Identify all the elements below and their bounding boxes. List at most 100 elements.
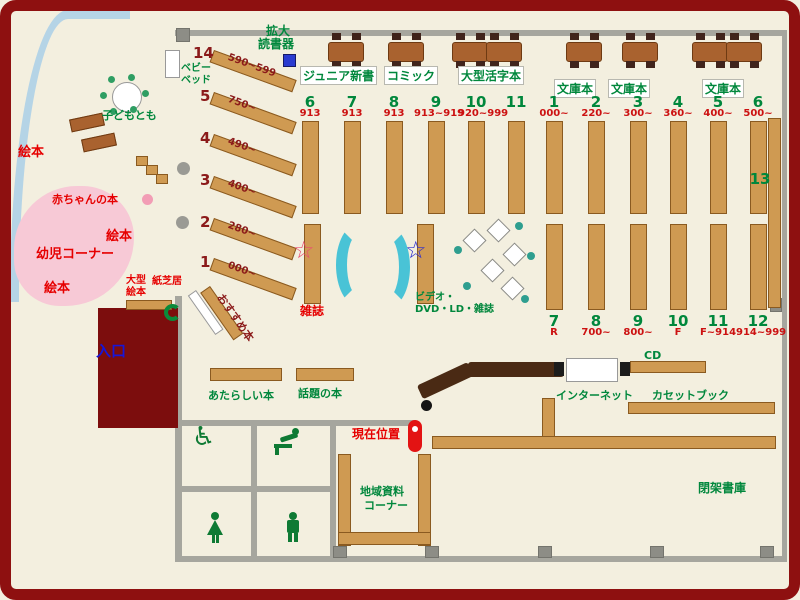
bookshelf (546, 224, 563, 310)
shelf-number: 5 (200, 87, 211, 105)
bookshelf (750, 224, 767, 310)
local-corner-label-line2: コーナー (364, 499, 408, 512)
magnifier-device-icon (283, 54, 296, 67)
shelf-range: 913 (383, 108, 405, 119)
bookshelf (546, 121, 563, 214)
kids-chair-dot (142, 90, 149, 97)
video-label-line2: DVD・LD・雑誌 (415, 304, 495, 315)
bookshelf (670, 224, 687, 310)
video-label-line1: ビデオ・ (415, 292, 455, 303)
internet-chair (620, 362, 630, 376)
reading-table (486, 33, 522, 62)
magazine-shelf (304, 224, 321, 304)
you-are-here-marker (408, 420, 422, 452)
kids-chair-dot (110, 108, 117, 115)
pillar (425, 546, 439, 558)
baby-books-label: 赤ちゃんの本 (52, 193, 118, 206)
wall-toilet-top (175, 420, 416, 426)
bookshelf (630, 121, 647, 214)
shelf-range: 920~999 (458, 108, 509, 119)
pillar (333, 546, 347, 558)
shelf-number: 14 (193, 44, 214, 62)
shelf-number: 10 (465, 93, 487, 111)
woman-icon (206, 512, 224, 544)
bookshelf (302, 121, 319, 214)
cassette-label: カセットブック (652, 389, 729, 402)
new-books-shelf (210, 368, 282, 381)
star-icon: ☆ (293, 236, 315, 264)
internet-chair (554, 362, 564, 376)
wall-bottom (175, 556, 786, 562)
stool-dot (463, 282, 471, 290)
shelf-number: 1 (548, 93, 560, 111)
kids-step (136, 156, 148, 166)
icon-part (287, 520, 299, 533)
kids-round-table (112, 82, 142, 112)
stool-dot (521, 295, 529, 303)
icon-part (289, 512, 297, 520)
icon-part (292, 428, 299, 435)
shelf-range: F~914 (699, 327, 737, 338)
topic-books-label: 話題の本 (298, 387, 342, 400)
kids-step (156, 174, 168, 184)
wall-top (175, 30, 786, 36)
cd-label: CD (644, 349, 662, 362)
shelf-range: 914~999 (736, 327, 787, 338)
baby-bed-label-line1: ベビー (181, 63, 211, 74)
entrance-label: 入口 (96, 342, 127, 360)
comic-label: コミック (384, 66, 439, 85)
listening-seat (462, 228, 487, 253)
kids-chair-dot (128, 74, 135, 81)
shelf-number: 12 (747, 312, 769, 330)
shelf-range: 500~ (743, 108, 773, 119)
you-are-here-label: 現在位置 (352, 427, 401, 441)
shelf-number: 6 (752, 93, 764, 111)
bunko-label: 文庫本 (608, 79, 651, 98)
service-counter (416, 362, 474, 400)
counter-stool (421, 400, 432, 411)
shelf-number: 11 (707, 312, 729, 330)
cd-shelf (630, 361, 706, 373)
service-counter (468, 362, 564, 377)
entrance-block (98, 308, 178, 428)
pillar (176, 28, 190, 42)
internet-label: インターネット (556, 389, 633, 402)
picture-books-label: 絵本 (18, 145, 45, 160)
bookshelf (428, 121, 445, 214)
shelf-number: 3 (200, 171, 211, 189)
shelf-range: F (674, 327, 682, 338)
listening-seat (502, 242, 527, 267)
bookshelf (468, 121, 485, 214)
reading-table (692, 33, 728, 62)
shelf-number: 2 (590, 93, 602, 111)
kids-cushion (142, 194, 153, 205)
bookshelf (710, 121, 727, 214)
bookshelf (588, 224, 605, 310)
reading-table (566, 33, 602, 62)
shelf-number: 4 (200, 129, 211, 147)
reading-table (726, 33, 762, 62)
picture-books-label: 絵本 (44, 281, 71, 296)
shelf-range: 300~ (623, 108, 653, 119)
shelf-range: 913 (341, 108, 363, 119)
shelf-range: 913 (299, 108, 321, 119)
large-picture-books-label-line2: 絵本 (126, 287, 146, 298)
shelf-range: 360~ (663, 108, 693, 119)
pillar-round (176, 216, 189, 229)
bookshelf (670, 121, 687, 214)
listening-seat (486, 218, 511, 243)
star-icon: ☆ (405, 236, 427, 264)
shelf-number: 5 (712, 93, 724, 111)
shelf-number: 6 (304, 93, 316, 111)
magnifier-label-line1: 拡大 (266, 24, 291, 38)
shelf-number: 7 (548, 312, 560, 330)
shelf-number: 3 (632, 93, 644, 111)
cassette-shelf (628, 402, 775, 414)
stool-dot (515, 222, 523, 230)
bench-c-shape (164, 304, 181, 321)
magnifier-label-line2: 読書器 (258, 37, 295, 51)
shelf-range: R (550, 327, 558, 338)
wall-left (175, 296, 182, 562)
icon-part (288, 533, 292, 542)
